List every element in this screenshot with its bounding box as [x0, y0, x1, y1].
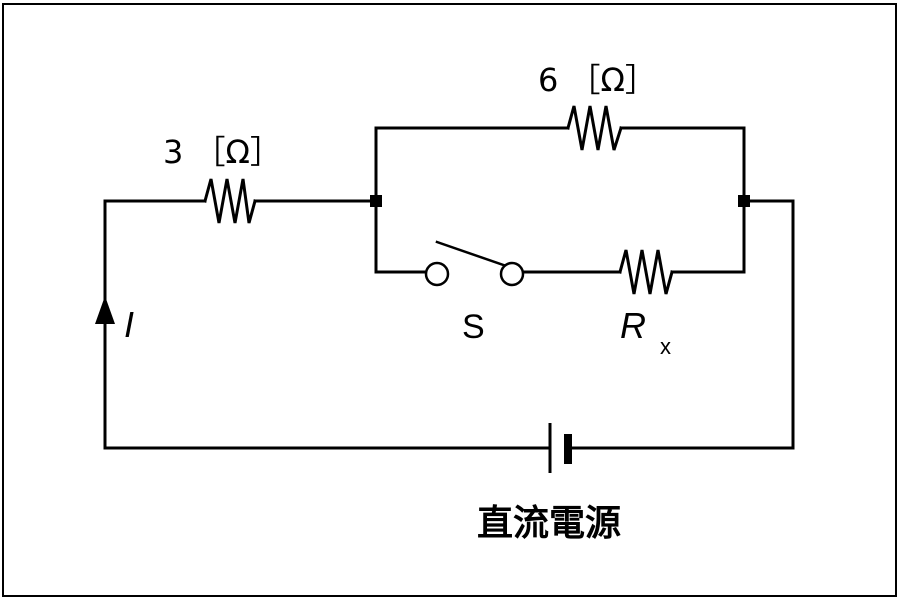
label-6ohm: 6 ［Ω］	[538, 61, 657, 99]
switch-lever	[435, 240, 514, 270]
wire-upper-branch-left	[374, 126, 570, 203]
label-3ohm: 3 ［Ω］	[163, 133, 282, 171]
wire-lower-branch-left	[374, 199, 426, 274]
switch-contact-left	[424, 261, 450, 287]
label-rx-subscript: x	[660, 334, 671, 359]
label-rx: R	[620, 305, 646, 346]
current-arrow	[95, 296, 115, 324]
wire-lower-branch-right	[670, 199, 746, 274]
resistor-3ohm	[203, 178, 257, 224]
junction-left	[370, 195, 382, 207]
label-switch: S	[462, 308, 485, 346]
diagram-border	[2, 3, 897, 597]
label-current: I	[124, 304, 134, 345]
resistor-6ohm	[566, 105, 623, 151]
resistor-rx	[618, 249, 674, 295]
wire-left	[103, 199, 207, 450]
wire-right	[568, 199, 795, 450]
battery-short-plate	[564, 434, 572, 464]
switch-contact-right	[499, 261, 525, 287]
wire-upper-branch-right	[619, 126, 746, 203]
label-dc-source: 直流電源	[477, 503, 621, 544]
junction-right	[738, 195, 750, 207]
